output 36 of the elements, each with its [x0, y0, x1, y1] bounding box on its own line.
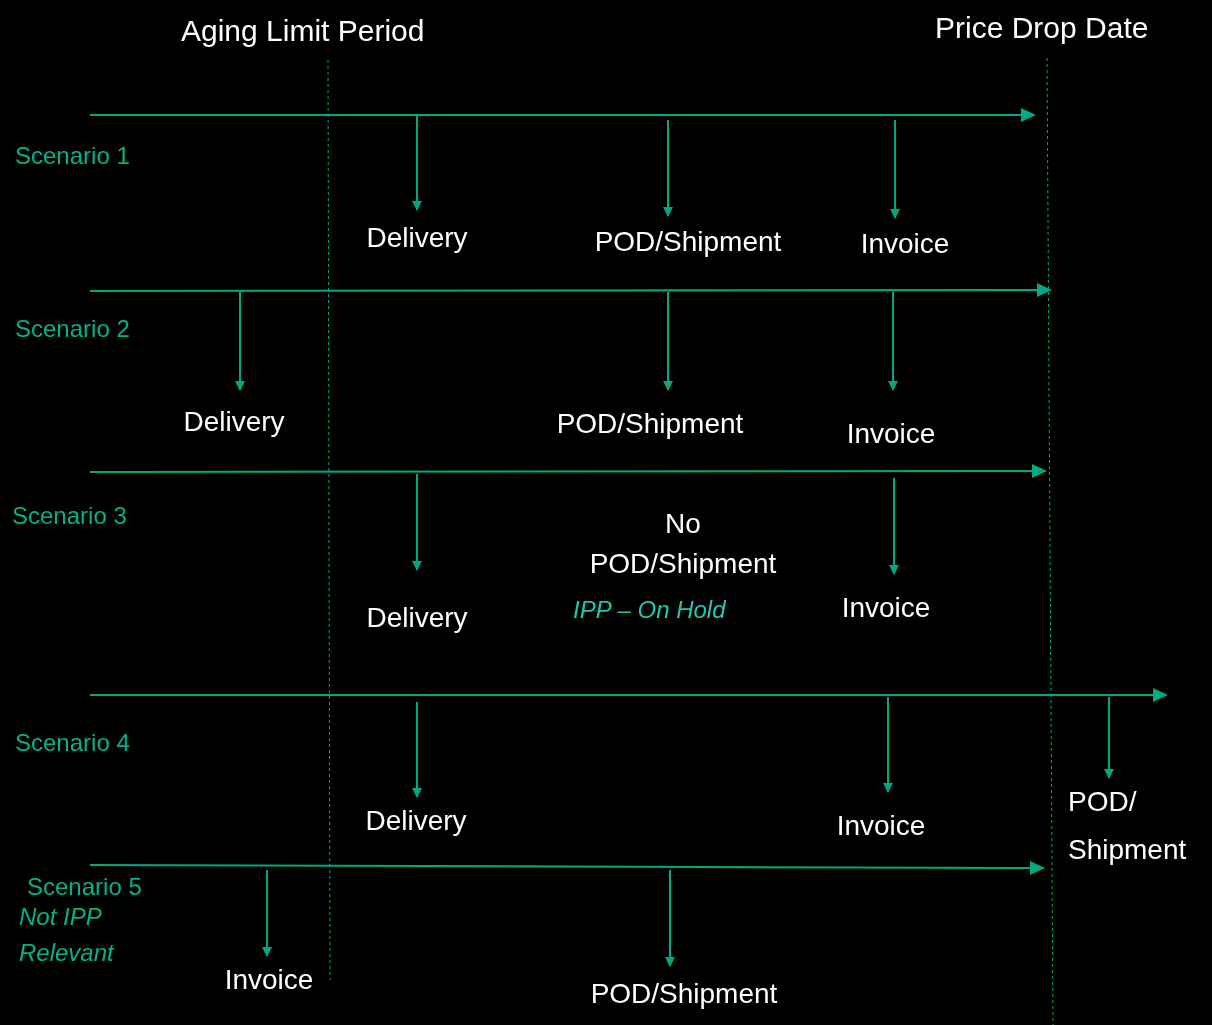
event-label: Invoice [816, 574, 956, 632]
event-label: Delivery [154, 390, 314, 446]
event-label: Invoice [835, 218, 975, 268]
event-label: Delivery [336, 797, 496, 845]
scenario-label: Scenario 3 [12, 501, 127, 531]
event-label: POD/Shipment [568, 216, 808, 266]
arrow [883, 696, 893, 793]
arrow [888, 291, 898, 391]
event-label: POD/Shipment [564, 966, 804, 1018]
arrow [235, 291, 245, 391]
arrow [890, 119, 900, 219]
header-label: Price Drop Date [935, 10, 1149, 46]
event-label: Invoice [821, 390, 961, 458]
arrow [663, 119, 673, 217]
arrow [665, 869, 675, 967]
scenario-label: Scenario 2 [15, 314, 130, 344]
event-label: POD/ Shipment [1068, 778, 1210, 874]
scenario-label: Scenario 1 [15, 141, 130, 171]
arrow [412, 473, 422, 571]
event-label: POD/Shipment [530, 390, 770, 448]
event-label: Delivery [337, 210, 497, 262]
event-label: Invoice [811, 792, 951, 850]
header-label: Aging Limit Period [181, 13, 425, 49]
arrow [262, 869, 272, 957]
event-label: Invoice [199, 956, 339, 1004]
arrow [412, 701, 422, 798]
scenario-label: Scenario 4 [15, 728, 130, 758]
arrow [412, 115, 422, 211]
event-label: Delivery [337, 570, 497, 642]
note-label: Not IPP Relevant [19, 902, 116, 968]
arrow [663, 291, 673, 391]
arrow [1104, 696, 1114, 779]
event-label: No POD/Shipment [588, 507, 778, 581]
arrow [889, 477, 899, 575]
status-note: IPP – On Hold [572, 595, 727, 625]
scenario-label: Scenario 5 [27, 872, 142, 902]
